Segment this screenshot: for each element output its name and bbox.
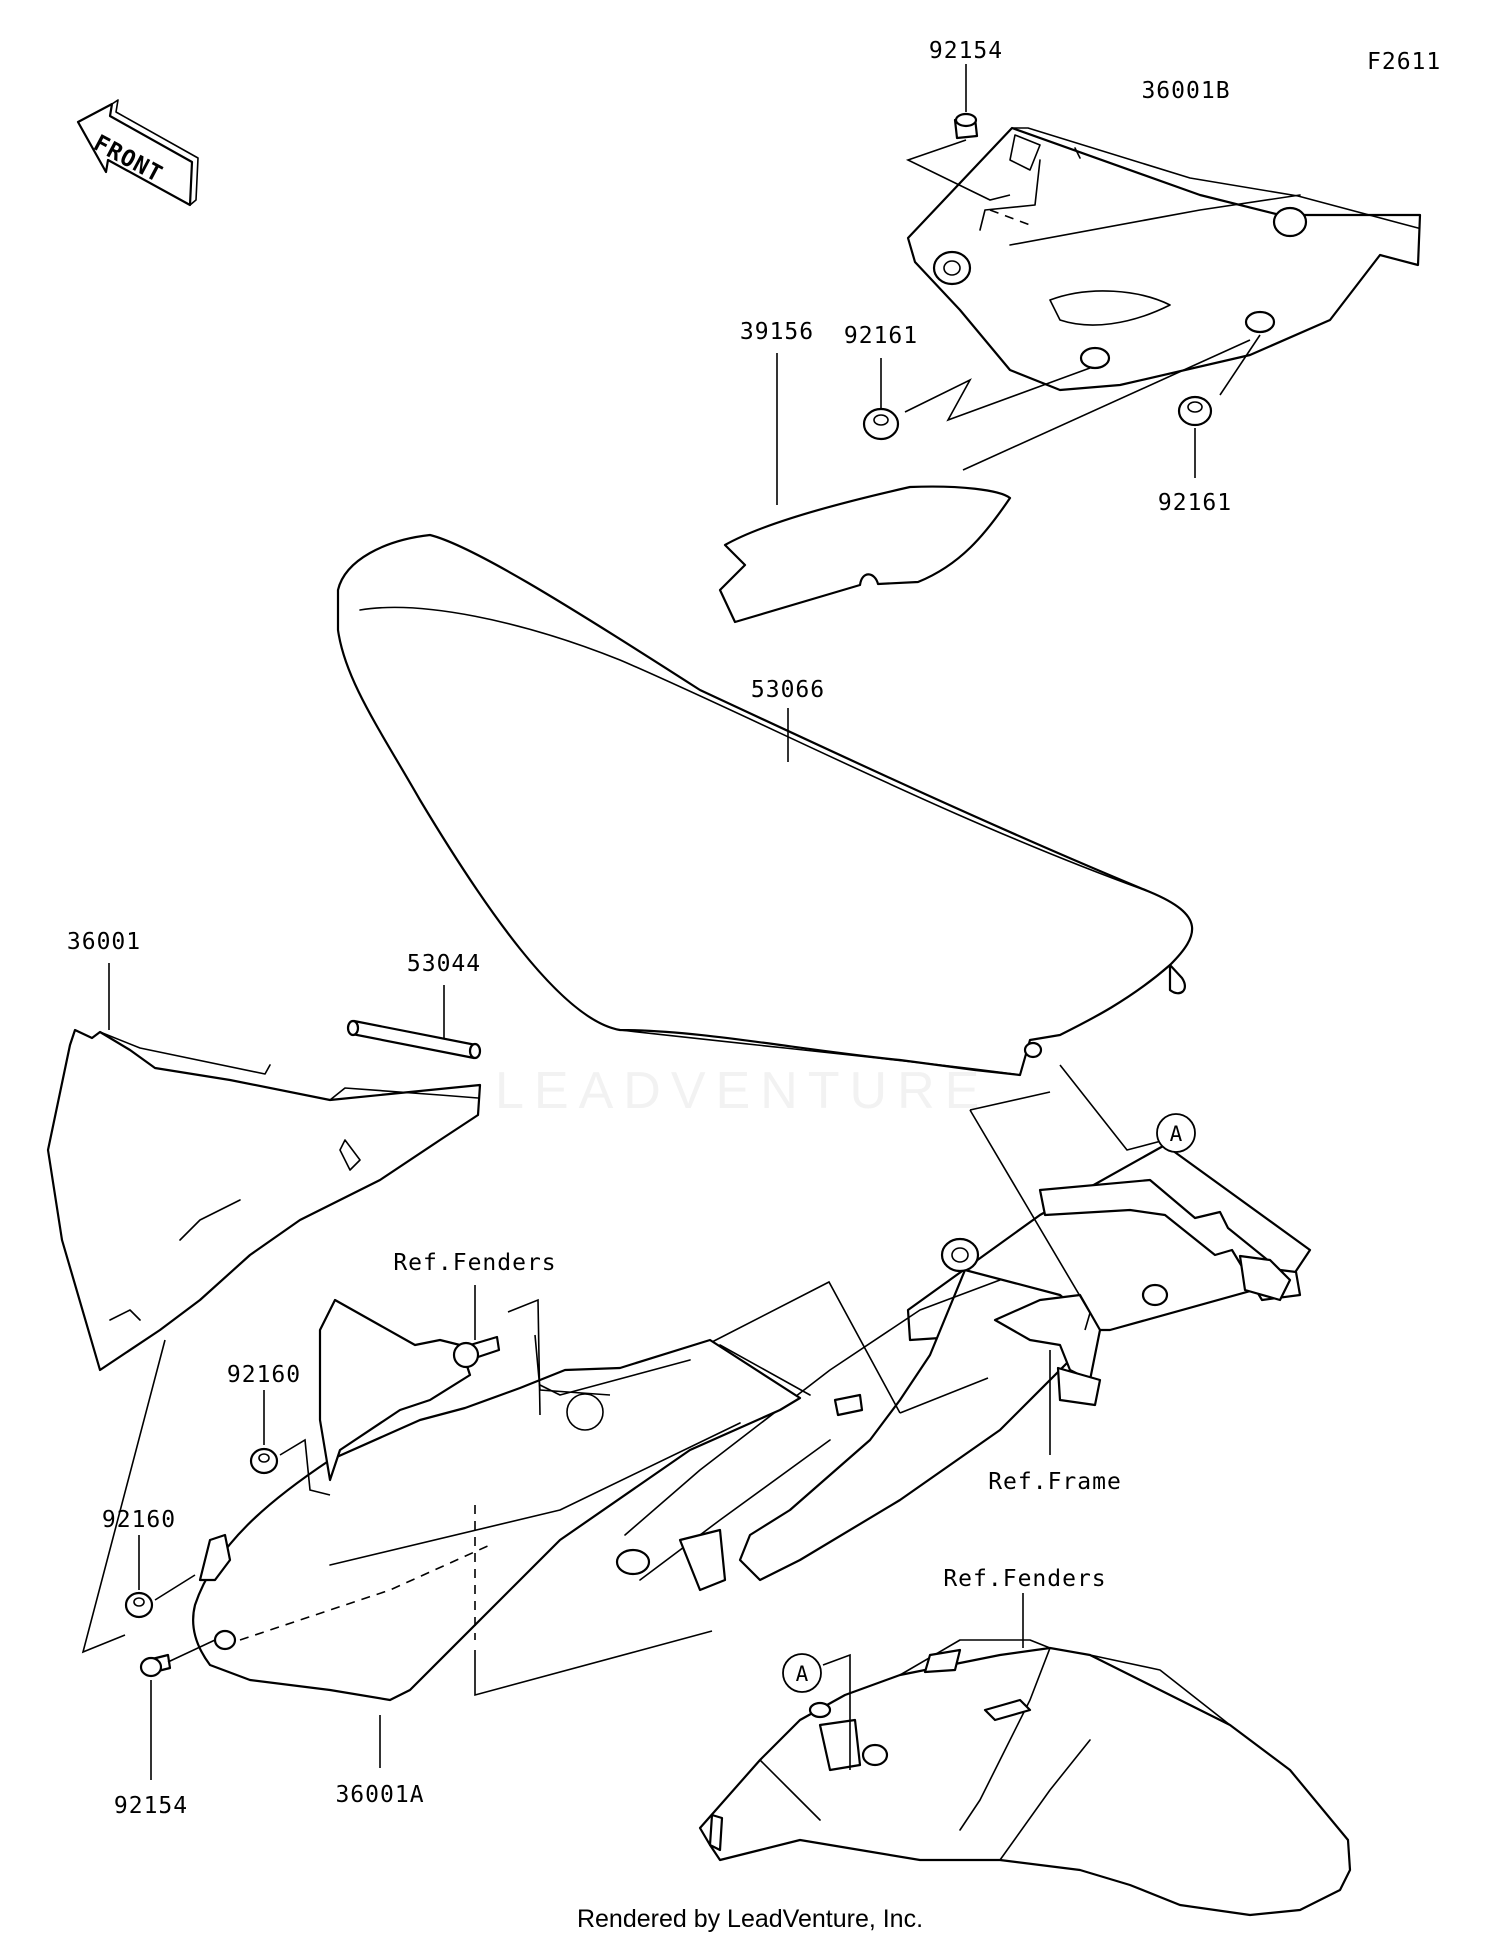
bolt-92154-bottom (139, 1639, 216, 1780)
callout-a-upper: A (1156, 1113, 1196, 1153)
label-53066: 53066 (751, 677, 825, 703)
pad-39156 (718, 353, 1012, 624)
diagram-id: F2611 (1367, 49, 1441, 75)
watermark-text: LEADVENTURE (495, 1062, 989, 1120)
label-92160-bottom: 92160 (102, 1507, 176, 1533)
front-arrow: FRONT (76, 99, 199, 207)
label-ref-frame: Ref.Frame (988, 1469, 1122, 1495)
grommet-92161-right (1177, 334, 1261, 478)
frame-ref (615, 1143, 1312, 1592)
callout-a-lower: A (782, 1653, 822, 1693)
label-36001: 36001 (67, 929, 141, 955)
label-92160-top: 92160 (227, 1362, 301, 1388)
grommet-92161-left (862, 358, 1091, 441)
label-ref-fenders-top: Ref.Fenders (393, 1250, 556, 1276)
label-36001B: 36001B (1141, 78, 1230, 104)
bolt-92154-top (905, 64, 1031, 226)
footer-credit: Rendered by LeadVenture, Inc. (577, 1905, 923, 1933)
bolt-ref-fenders-top (452, 1285, 541, 1416)
label-92154-top: 92154 (929, 38, 1003, 64)
grommet-92160-top (249, 1390, 331, 1496)
label-92154-bottom: 92154 (114, 1793, 188, 1819)
rear-fender-ref (698, 1593, 1352, 1917)
grommet-92160-bottom (124, 1535, 196, 1619)
pin-53044 (346, 985, 482, 1060)
label-36001A: 36001A (335, 1782, 424, 1808)
label-39156: 39156 (740, 319, 814, 345)
side-cover-36001A (192, 1298, 811, 1702)
callout-a-upper-text: A (1170, 1122, 1183, 1146)
side-cover-36001 (46, 963, 482, 1372)
seat-53066 (336, 533, 1194, 1077)
label-53044: 53044 (407, 951, 481, 977)
label-92161-left: 92161 (844, 323, 918, 349)
label-92161-right: 92161 (1158, 490, 1232, 516)
side-cover-36001B (906, 126, 1422, 392)
label-ref-fenders-bottom: Ref.Fenders (943, 1566, 1106, 1592)
callout-a-lower-text: A (796, 1662, 809, 1686)
